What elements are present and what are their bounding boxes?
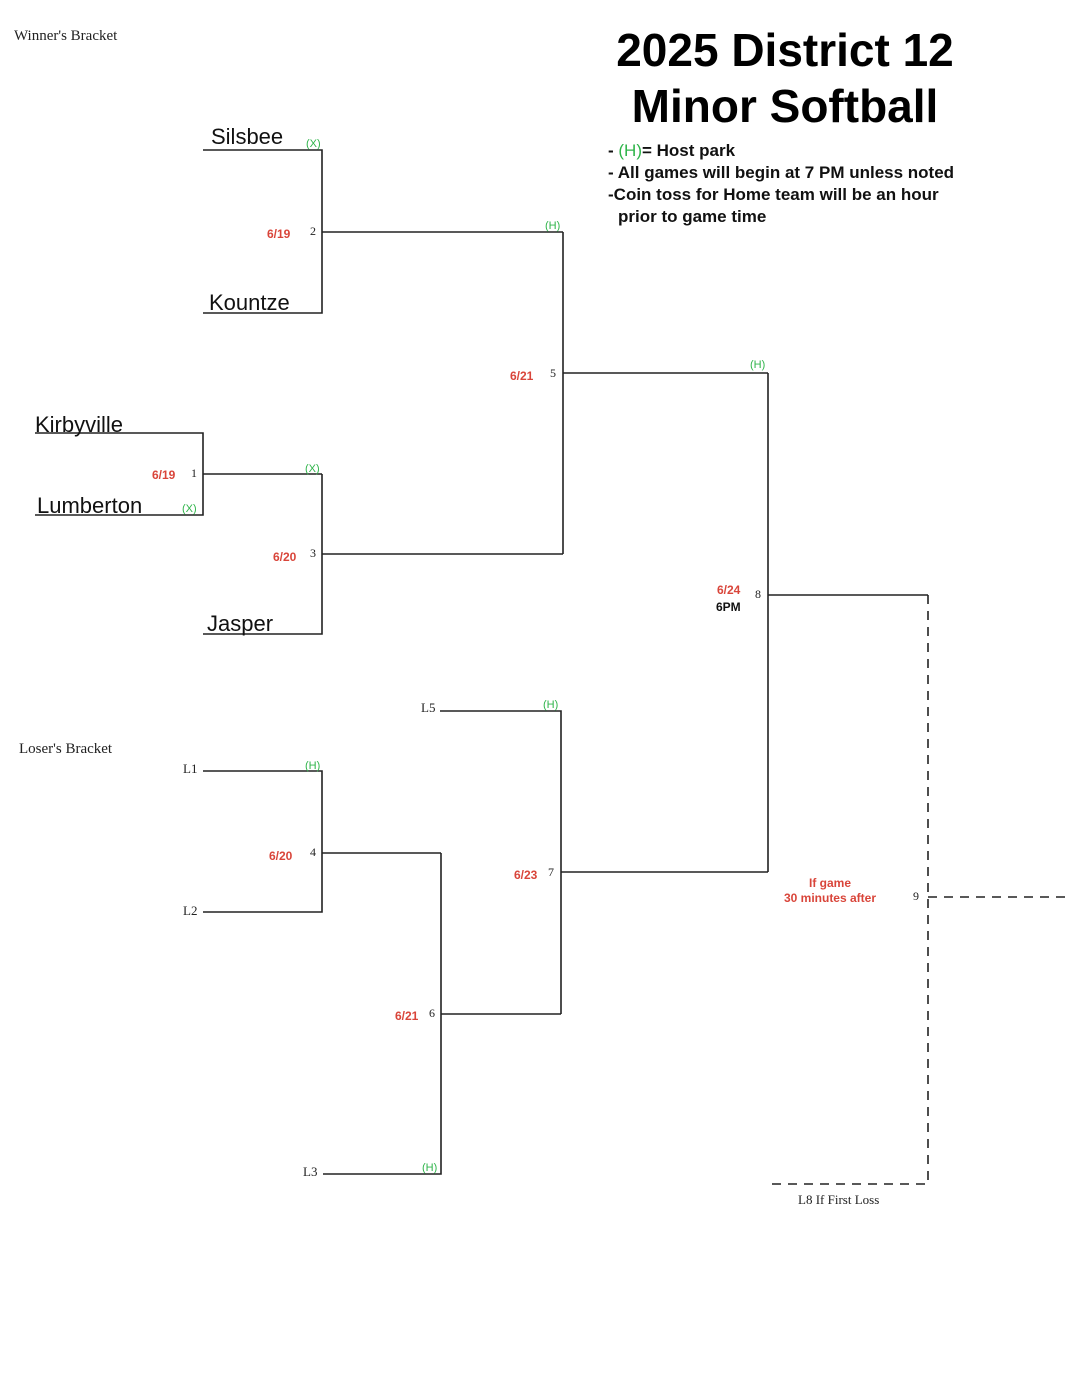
- game9-note: If game 30 minutes after: [760, 876, 900, 906]
- title-line-1: 2025 District 12: [616, 24, 954, 76]
- game-time-8: 6PM: [716, 600, 741, 614]
- line-silsbee: [203, 149, 323, 314]
- winners-bracket-label: Winner's Bracket: [14, 28, 118, 44]
- game-date-1: 6/19: [152, 468, 176, 482]
- marker-game5-winner: (H): [750, 359, 766, 371]
- game-number-9: 9: [913, 889, 919, 903]
- line-game4: [203, 770, 323, 913]
- slot-l8: L8 If First Loss: [798, 1192, 880, 1207]
- line-game9: [765, 595, 929, 1185]
- game-number-6: 6: [429, 1006, 435, 1020]
- legend-host: - (H)= Host park: [608, 141, 736, 160]
- game-date-2: 6/19: [267, 227, 291, 241]
- legend: - (H)= Host park - All games will begin …: [608, 140, 954, 228]
- game-number-3: 3: [310, 546, 316, 560]
- team-kirbyville: Kirbyville: [35, 412, 124, 437]
- game-date-4: 6/20: [269, 849, 293, 863]
- legend-host-meaning: = Host park: [642, 141, 736, 160]
- legend-line-3: prior to game time: [618, 207, 767, 226]
- legend-line-2: -Coin toss for Home team will be an hour: [608, 185, 939, 204]
- marker-game2-winner: (H): [545, 220, 561, 232]
- line-game6: [323, 853, 442, 1175]
- game-number-8: 8: [755, 587, 761, 601]
- team-lumberton: Lumberton: [37, 493, 143, 518]
- slot-l2: L2: [183, 903, 198, 918]
- line-game7: [440, 710, 562, 1014]
- game-number-7: 7: [548, 865, 554, 879]
- game9-note-line-1: If game: [808, 876, 851, 890]
- title-line-2: Minor Softball: [631, 80, 939, 132]
- slot-l3: L3: [303, 1164, 318, 1179]
- game-date-6: 6/21: [395, 1009, 419, 1023]
- team-jasper: Jasper: [207, 611, 274, 636]
- marker-game1-winner: (X): [305, 463, 320, 475]
- game-date-3: 6/20: [273, 550, 297, 564]
- game-date-8: 6/24: [717, 583, 741, 597]
- game-date-5: 6/21: [510, 369, 534, 383]
- marker-silsbee: (X): [306, 138, 321, 150]
- team-silsbee: Silsbee: [211, 124, 284, 149]
- legend-line-1: - All games will begin at 7 PM unless no…: [608, 163, 955, 182]
- game-number-5: 5: [550, 366, 556, 380]
- marker-l1: (H): [305, 760, 321, 772]
- marker-lumberton: (X): [182, 503, 197, 515]
- team-kountze: Kountze: [209, 290, 290, 315]
- game-number-2: 2: [310, 224, 316, 238]
- slot-l1: L1: [183, 761, 198, 776]
- page-title: 2025 District 12 Minor Softball: [575, 22, 995, 134]
- legend-host-marker: (H): [618, 141, 642, 160]
- line-game3: [203, 474, 323, 635]
- losers-bracket-label: Loser's Bracket: [19, 741, 113, 757]
- game-number-1: 1: [191, 466, 197, 480]
- slot-l5: L5: [421, 700, 436, 715]
- marker-l3: (H): [422, 1162, 438, 1174]
- marker-l5: (H): [543, 699, 559, 711]
- game-date-7: 6/23: [514, 868, 538, 882]
- game9-note-line-2: 30 minutes after: [783, 891, 877, 905]
- game-number-4: 4: [310, 845, 316, 859]
